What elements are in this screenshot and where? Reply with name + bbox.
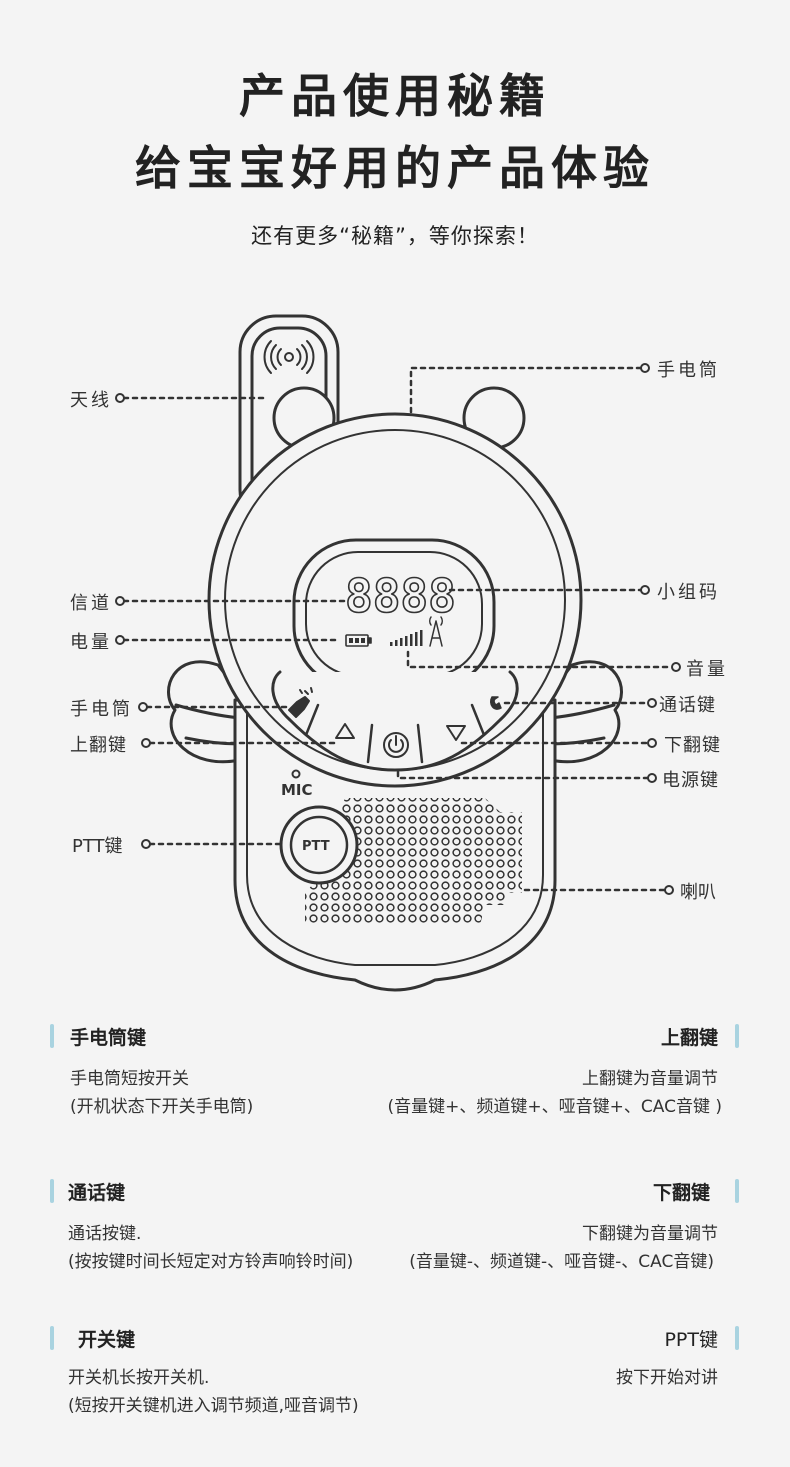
section-flash-line1: 手电筒短按开关	[70, 1069, 189, 1089]
section-title-flash: 手电筒键	[70, 1027, 147, 1049]
label-speaker: 喇叭	[680, 882, 716, 903]
flashlight-icon	[288, 687, 313, 718]
section-call-line2: (按按键时间长短定对方铃声响铃时间)	[68, 1252, 354, 1272]
section-title-up: 上翻键	[660, 1027, 718, 1049]
section-power-line1: 开关机长按开关机.	[68, 1368, 210, 1388]
section-call-line1: 通话按键.	[68, 1224, 142, 1244]
battery-icon	[345, 634, 372, 647]
section-title-power: 开关键	[78, 1329, 136, 1351]
section-up-line2: (音量键+、频道键+、哑音键+、CAC音键 )	[387, 1097, 722, 1117]
section-down-line2: (音量键-、频道键-、哑音键-、CAC音键)	[409, 1252, 714, 1272]
phone-icon	[489, 696, 502, 710]
page-subtitle: 给宝宝好用的产品体验	[135, 141, 655, 195]
section-down-line1: 下翻键为音量调节	[582, 1224, 718, 1244]
label-channel: 信道	[70, 593, 112, 614]
section-flash-line2: (开机状态下开关手电筒)	[70, 1097, 254, 1117]
button-bar	[271, 670, 519, 772]
label-antenna: 天线	[70, 390, 112, 411]
mic-label: MIC	[281, 781, 313, 799]
section-up-line1: 上翻键为音量调节	[582, 1069, 718, 1089]
callout-dots	[115, 363, 681, 895]
label-flashlight-key: 手电筒	[70, 699, 133, 720]
volume-up-icon	[335, 723, 355, 739]
section-accent	[50, 1024, 54, 1048]
mic-hole	[291, 769, 301, 779]
section-accent	[735, 1326, 739, 1350]
section-accent	[735, 1179, 739, 1203]
volume-down-icon	[446, 725, 466, 741]
signal-bars-icon	[390, 630, 423, 646]
label-power-key: 电源键	[662, 770, 719, 791]
callout-lines	[122, 366, 674, 892]
page-title: 产品使用秘籍	[239, 69, 551, 123]
section-accent	[50, 1179, 54, 1203]
section-power-line2: (短按开关键机进入调节频道,哑音调节)	[68, 1396, 359, 1416]
section-title-ppt: PPT键	[664, 1329, 718, 1351]
section-ppt-line1: 按下开始对讲	[616, 1368, 718, 1388]
signal-icon	[263, 340, 315, 374]
tower-icon	[429, 616, 443, 647]
label-ptt-key: PTT键	[72, 836, 123, 857]
label-up-key: 上翻键	[70, 735, 127, 756]
lcd-digits: 8888	[345, 569, 456, 623]
label-call-key: 通话键	[659, 695, 716, 716]
label-down-key: 下翻键	[664, 735, 721, 756]
ptt-label: PTT	[302, 839, 330, 854]
label-group-code: 小组码	[657, 582, 720, 603]
walkie-talkie-diagram: 8888 MIC PTT	[115, 314, 681, 992]
ptt-button[interactable]: PTT	[279, 805, 359, 885]
tagline: 还有更多“秘籍”，等你探索！	[251, 224, 539, 248]
section-title-call: 通话键	[68, 1182, 126, 1204]
label-flashlight-top: 手电筒	[657, 360, 720, 381]
section-title-down: 下翻键	[652, 1182, 710, 1204]
label-volume: 音量	[686, 659, 728, 680]
speaker-grille	[305, 798, 522, 925]
section-accent	[735, 1024, 739, 1048]
label-battery: 电量	[70, 632, 112, 653]
power-icon	[383, 732, 409, 758]
section-accent	[50, 1326, 54, 1350]
